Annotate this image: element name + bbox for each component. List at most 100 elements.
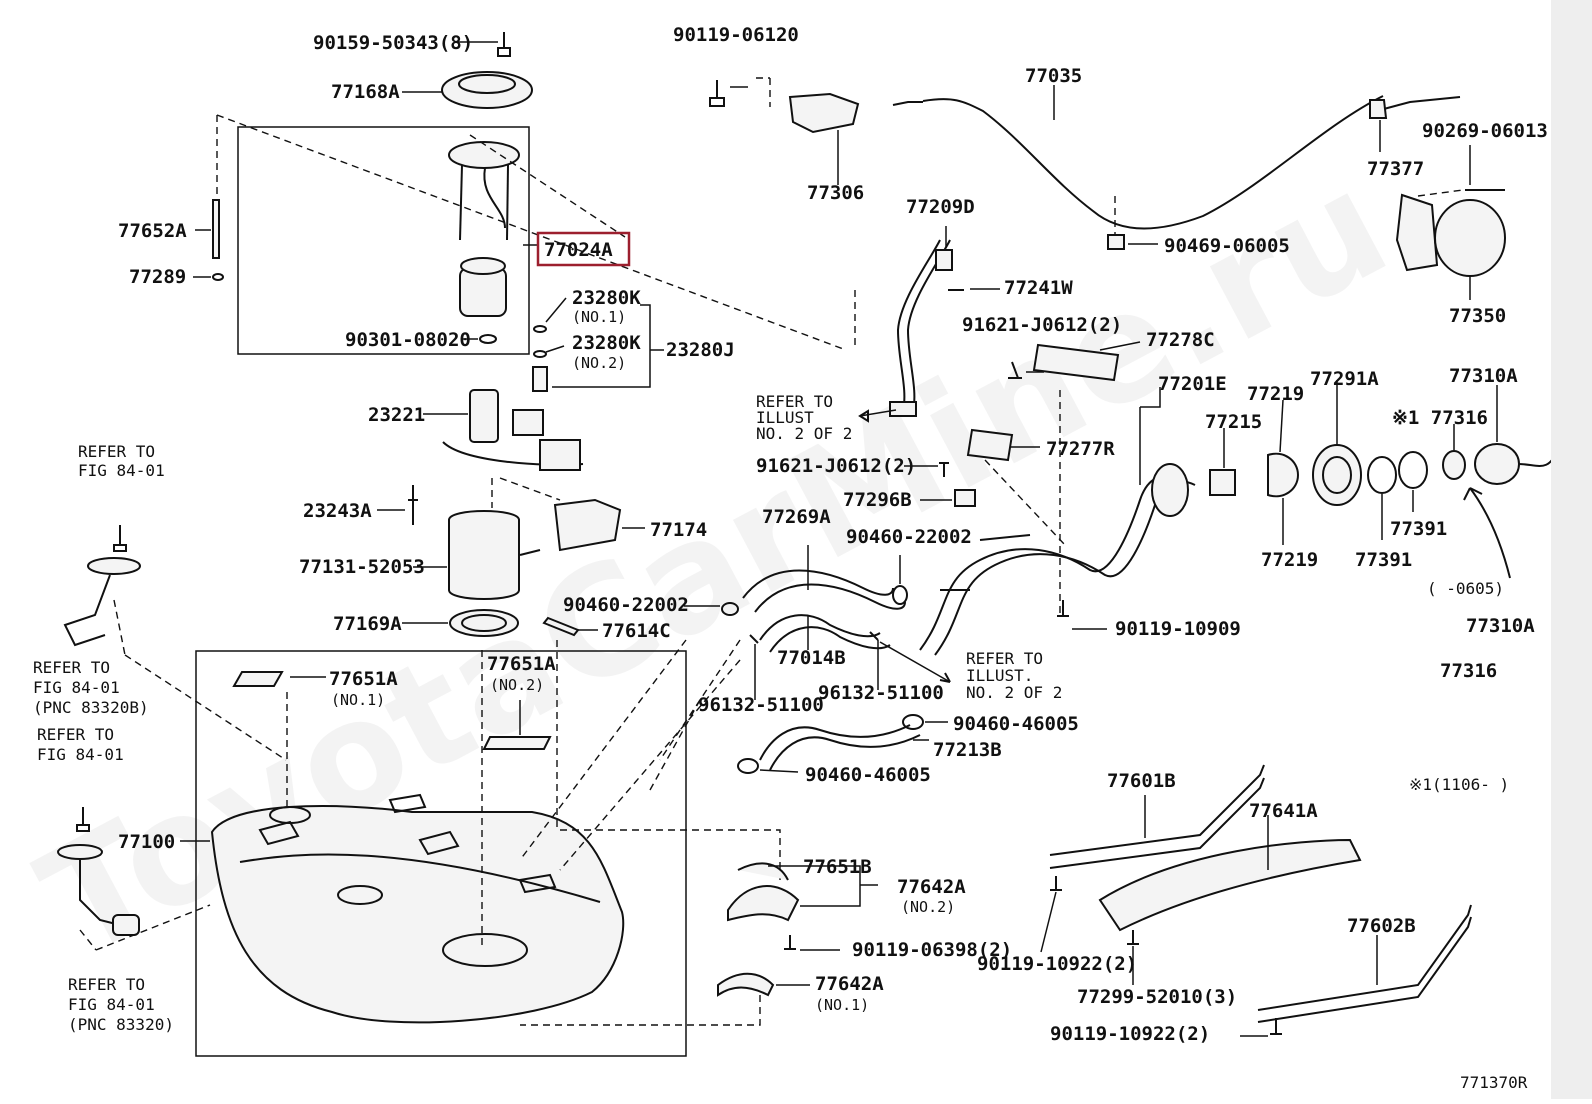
- label-77213B[interactable]: 77213B: [933, 739, 1002, 761]
- label-90119-10909[interactable]: 90119-10909: [1115, 618, 1241, 640]
- label-no1-b: (NO.1): [331, 691, 385, 709]
- refer-illust-b-line2[interactable]: ILLUST.: [966, 666, 1033, 685]
- label-77602B[interactable]: 77602B: [1347, 915, 1416, 937]
- label-96132-51100-b[interactable]: 96132-51100: [818, 682, 944, 704]
- label-77219-a[interactable]: 77219: [1247, 383, 1304, 405]
- label-77035[interactable]: 77035: [1025, 65, 1082, 87]
- refer-fig-b-line3[interactable]: (PNC 83320B): [33, 698, 149, 717]
- label-77131-52053[interactable]: 77131-52053: [299, 556, 425, 578]
- label-77209D[interactable]: 77209D: [906, 196, 975, 218]
- label-77310A-a[interactable]: 77310A: [1449, 365, 1518, 387]
- refer-illust-a-line1[interactable]: REFER TO: [756, 392, 833, 411]
- sender-units-left: [57, 525, 287, 951]
- label-77614C[interactable]: 77614C: [602, 620, 671, 642]
- label-91621-J0612-b[interactable]: 91621-J0612(2): [756, 455, 916, 477]
- opener-cable-group: [709, 77, 1506, 300]
- label-77168A[interactable]: 77168A: [331, 81, 400, 103]
- label-77169A[interactable]: 77169A: [333, 613, 402, 635]
- label-90469-06005[interactable]: 90469-06005: [1164, 235, 1290, 257]
- label-77641A[interactable]: 77641A: [1249, 800, 1318, 822]
- label-no1-c: (NO.1): [815, 996, 869, 1014]
- refer-notes: REFER TO ILLUST NO. 2 OF 2 REFER TO ILLU…: [33, 392, 1062, 1034]
- label-77651A-no2[interactable]: 77651A: [487, 653, 556, 675]
- refer-fig-a-line2[interactable]: FIG 84-01: [78, 461, 165, 480]
- label-77296B[interactable]: 77296B: [843, 489, 912, 511]
- label-77391-a[interactable]: 77391: [1390, 518, 1447, 540]
- label-77024A[interactable]: 77024A: [544, 239, 613, 261]
- label-23243A[interactable]: 23243A: [303, 500, 372, 522]
- label-range-0605: ( -0605): [1427, 579, 1504, 598]
- refer-fig-d-line2[interactable]: FIG 84-01: [68, 995, 155, 1014]
- label-77651B[interactable]: 77651B: [803, 856, 872, 878]
- label-no2-b: (NO.2): [490, 676, 544, 694]
- refer-fig-b-line2[interactable]: FIG 84-01: [33, 678, 120, 697]
- label-91621-J0612-a[interactable]: 91621-J0612(2): [962, 314, 1122, 336]
- label-90460-46005-b[interactable]: 90460-46005: [805, 764, 931, 786]
- label-77642A-no2[interactable]: 77642A: [897, 876, 966, 898]
- label-77269A[interactable]: 77269A: [762, 506, 831, 528]
- label-90159-50343[interactable]: 90159-50343(8): [313, 32, 473, 54]
- label-77350[interactable]: 77350: [1449, 305, 1506, 327]
- label-77601B[interactable]: 77601B: [1107, 770, 1176, 792]
- label-77306[interactable]: 77306: [807, 182, 864, 204]
- label-90460-46005-a[interactable]: 90460-46005: [953, 713, 1079, 735]
- protectors-group: [520, 829, 878, 1026]
- label-77014B[interactable]: 77014B: [777, 647, 846, 669]
- label-90460-22002-b[interactable]: 90460-22002: [563, 594, 689, 616]
- label-77289[interactable]: 77289: [129, 266, 186, 288]
- label-77219-b[interactable]: 77219: [1261, 549, 1318, 571]
- label-77201E[interactable]: 77201E: [1158, 373, 1227, 395]
- label-77391-b[interactable]: 77391: [1355, 549, 1412, 571]
- label-90269-06013[interactable]: 90269-06013(2): [1422, 120, 1582, 142]
- label-23280J[interactable]: 23280J: [666, 339, 735, 361]
- refer-illust-b-line3[interactable]: NO. 2 OF 2: [966, 683, 1062, 702]
- refer-illust-a-line3[interactable]: NO. 2 OF 2: [756, 424, 852, 443]
- label-23280K-no2[interactable]: 23280K: [572, 332, 641, 354]
- refer-fig-d-line3[interactable]: (PNC 83320): [68, 1015, 174, 1034]
- label-77377[interactable]: 77377: [1367, 158, 1424, 180]
- label-77174[interactable]: 77174: [650, 519, 707, 541]
- label-23221[interactable]: 23221: [368, 404, 425, 426]
- hoses-group: [649, 545, 951, 791]
- scrollbar-track[interactable]: [1551, 0, 1592, 1099]
- label-no2-c: (NO.2): [901, 898, 955, 916]
- fuel-pump-group: [193, 32, 847, 637]
- refer-fig-a-line1[interactable]: REFER TO: [78, 442, 155, 461]
- label-90119-06398[interactable]: 90119-06398(2): [852, 939, 1012, 961]
- refer-fig-c-line1[interactable]: REFER TO: [37, 725, 114, 744]
- filler-pipe-group: [904, 341, 1559, 656]
- label-90119-10922-b[interactable]: 90119-10922(2): [1050, 1023, 1210, 1045]
- label-77316-a[interactable]: ※1 77316: [1392, 407, 1488, 429]
- fuel-tank-group: [180, 639, 741, 1057]
- label-note-1106: ※1(1106- ): [1409, 775, 1509, 794]
- label-77310A-b[interactable]: 77310A: [1466, 615, 1535, 637]
- label-77277R[interactable]: 77277R: [1046, 438, 1115, 460]
- fuel-system-diagram: ToyotaCarMine.ru: [15, 24, 1582, 1092]
- label-77299-52010[interactable]: 77299-52010(3): [1077, 986, 1237, 1008]
- label-77278C[interactable]: 77278C: [1146, 329, 1215, 351]
- label-90119-10922-a[interactable]: 90119-10922(2): [977, 953, 1137, 975]
- label-90119-06120[interactable]: 90119-06120: [673, 24, 799, 46]
- label-77652A[interactable]: 77652A: [118, 220, 187, 242]
- label-77291A[interactable]: 77291A: [1310, 368, 1379, 390]
- label-no1: (NO.1): [572, 308, 626, 326]
- breather-tube-group: [854, 226, 1000, 423]
- label-90460-22002-a[interactable]: 90460-22002: [846, 526, 972, 548]
- label-90301-08020[interactable]: 90301-08020: [345, 329, 471, 351]
- refer-illust-b-line1[interactable]: REFER TO: [966, 649, 1043, 668]
- label-77215[interactable]: 77215: [1205, 411, 1262, 433]
- highlight-box: [536, 231, 631, 267]
- straps-group: [1040, 764, 1472, 1037]
- refer-illust-a-line2[interactable]: ILLUST: [756, 408, 814, 427]
- label-77100[interactable]: 77100: [118, 831, 175, 853]
- label-96132-51100-a[interactable]: 96132-51100: [698, 694, 824, 716]
- label-77651A-no1[interactable]: 77651A: [329, 668, 398, 690]
- refer-fig-b-line1[interactable]: REFER TO: [33, 658, 110, 677]
- part-labels: 90159-50343(8) 77168A 77652A 77289 77024…: [118, 24, 1582, 1045]
- refer-fig-c-line2[interactable]: FIG 84-01: [37, 745, 124, 764]
- refer-fig-d-line1[interactable]: REFER TO: [68, 975, 145, 994]
- label-23280K-no1[interactable]: 23280K: [572, 287, 641, 309]
- label-77642A-no1[interactable]: 77642A: [815, 973, 884, 995]
- label-77241W[interactable]: 77241W: [1004, 277, 1073, 299]
- label-77316-b[interactable]: 77316: [1440, 660, 1497, 682]
